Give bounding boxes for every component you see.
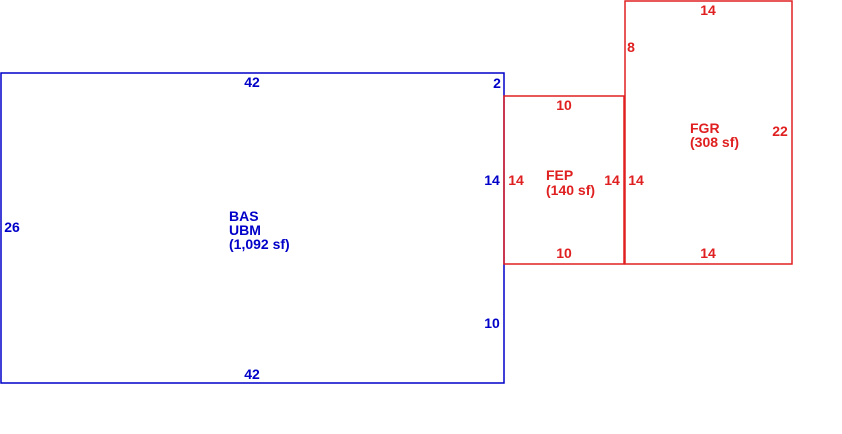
bas-area-label: (1,092 sf): [229, 236, 290, 252]
bas-dim-bottom: 42: [244, 366, 260, 382]
fep-outline: [503, 95, 625, 265]
bas-dim-top: 42: [244, 74, 260, 90]
fgr-dim-left: 14: [628, 172, 644, 188]
fgr-dim-left-upper: 8: [627, 39, 635, 55]
bas-name-label: BAS: [229, 208, 259, 224]
fep-dim-left: 14: [508, 172, 524, 188]
bas-dim-jog: 2: [493, 75, 501, 91]
fgr-dim-bottom: 14: [700, 245, 716, 261]
fep-dim-top: 10: [556, 97, 572, 113]
fgr-area-label: (308 sf): [690, 134, 739, 150]
fep-name-label: FEP: [546, 167, 573, 183]
fep-dim-bottom: 10: [556, 245, 572, 261]
fep-area-label: (140 sf): [546, 182, 595, 198]
fgr-name-label: FGR: [690, 120, 720, 136]
fep-dim-right: 14: [604, 172, 620, 188]
fgr-dim-top: 14: [700, 2, 716, 18]
bas-dim-right-lower: 10: [484, 315, 500, 331]
fgr-dim-right: 22: [772, 123, 788, 139]
bas-dim-left: 26: [4, 219, 20, 235]
bas-subname-label: UBM: [229, 222, 261, 238]
fgr-outline: [624, 0, 793, 265]
bas-dim-right-upper: 14: [484, 172, 500, 188]
